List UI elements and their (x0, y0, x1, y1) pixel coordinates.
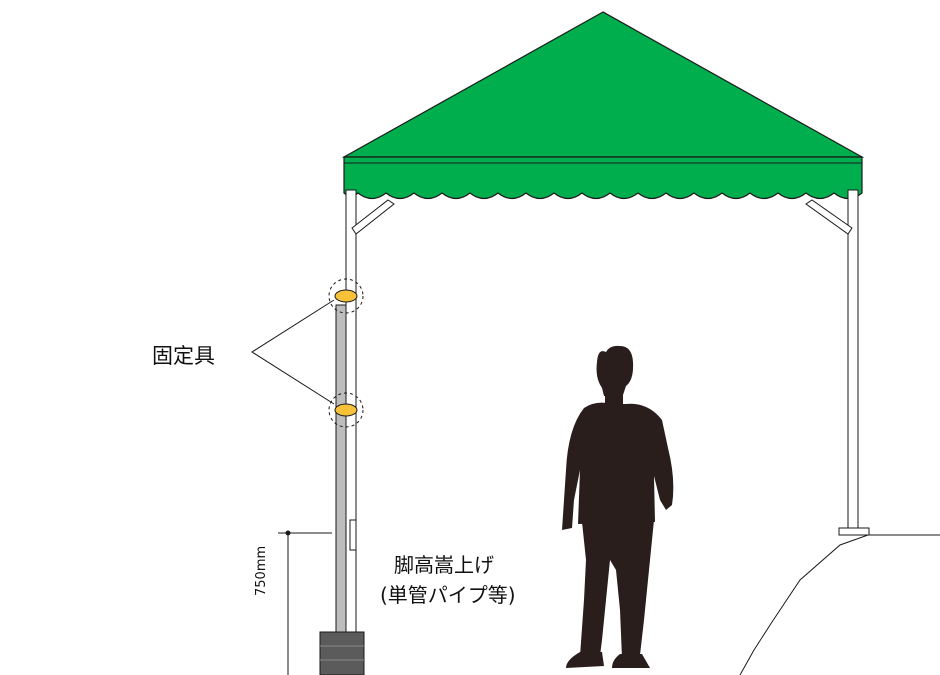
extension-label: 脚高嵩上げ (単管パイプ等) (380, 550, 516, 610)
canopy-valance (343, 156, 863, 200)
person-silhouette (562, 345, 674, 668)
dimension-marker (278, 530, 332, 675)
right-foot-plate (838, 527, 870, 536)
fixture-lower (334, 403, 358, 417)
fixture-upper-highlight (328, 278, 364, 314)
fixture-label: 固定具 (152, 344, 215, 368)
extension-label-line2: (単管パイプ等) (380, 583, 516, 607)
fixture-lower-highlight (328, 392, 364, 428)
right-brace (805, 199, 853, 235)
fixture-leader-lines (251, 299, 335, 405)
left-tent-leg (345, 189, 357, 651)
terrain-line (739, 534, 940, 675)
canopy-roof (341, 11, 865, 158)
extension-pipe (335, 304, 347, 636)
weight-block (319, 631, 365, 675)
fixture-upper (334, 289, 358, 303)
right-tent-leg (847, 189, 859, 531)
dimension-label: 750mm (254, 545, 269, 596)
left-brace (351, 199, 395, 235)
extension-label-line1: 脚高嵩上げ (394, 553, 494, 577)
pipe-clamp-tab (349, 519, 357, 551)
